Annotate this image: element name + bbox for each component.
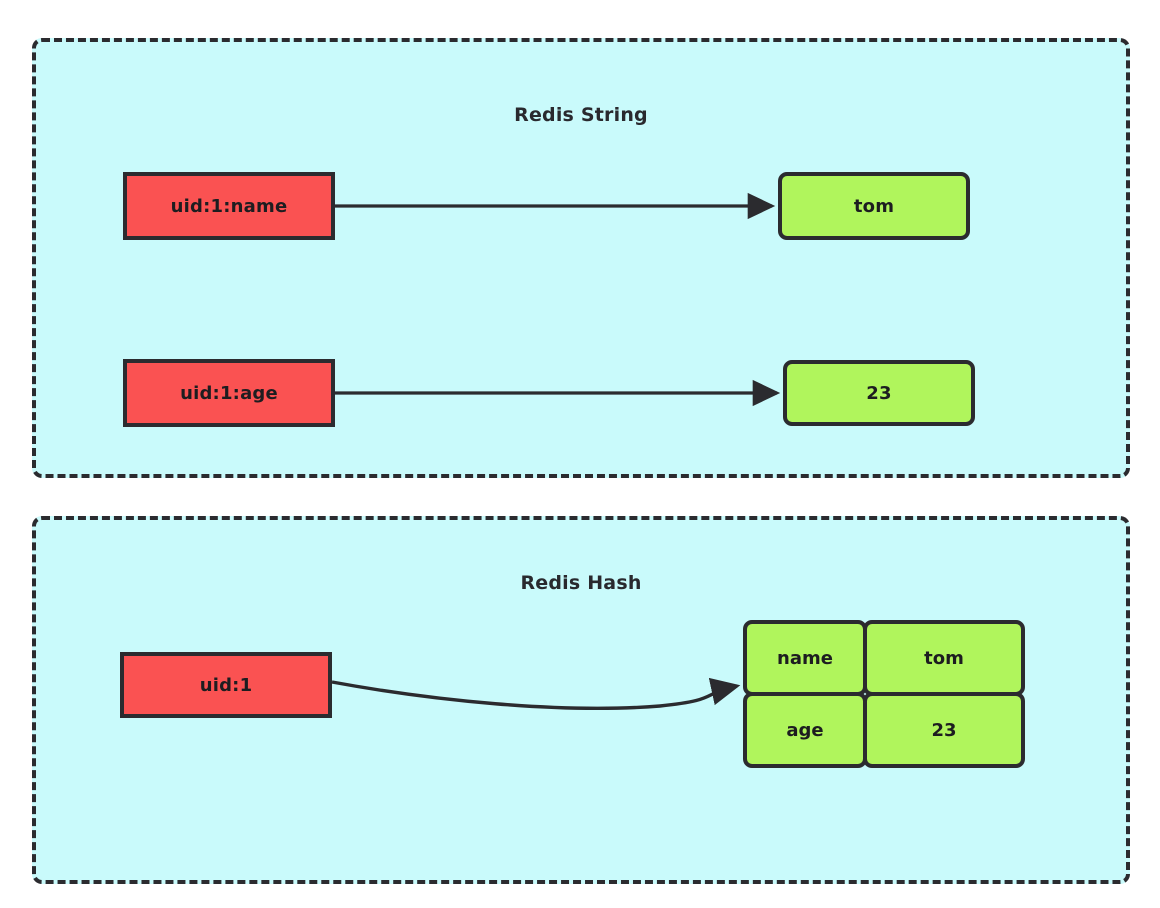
panel-title-redis-hash: Redis Hash	[520, 572, 642, 594]
key-box-uid-1-name[interactable]: uid:1:name	[123, 172, 335, 240]
key-box-uid-1[interactable]: uid:1	[120, 652, 332, 718]
value-box-tom[interactable]: tom	[778, 172, 970, 240]
panel-title-redis-string: Redis String	[514, 104, 648, 126]
hash-cell-value-tom[interactable]: tom	[863, 620, 1025, 696]
hash-cell-field-age[interactable]: age	[743, 692, 867, 768]
key-box-uid-1-age[interactable]: uid:1:age	[123, 359, 335, 427]
hash-cell-field-name[interactable]: name	[743, 620, 867, 696]
value-box-23[interactable]: 23	[783, 360, 975, 426]
hash-cell-value-23[interactable]: 23	[863, 692, 1025, 768]
